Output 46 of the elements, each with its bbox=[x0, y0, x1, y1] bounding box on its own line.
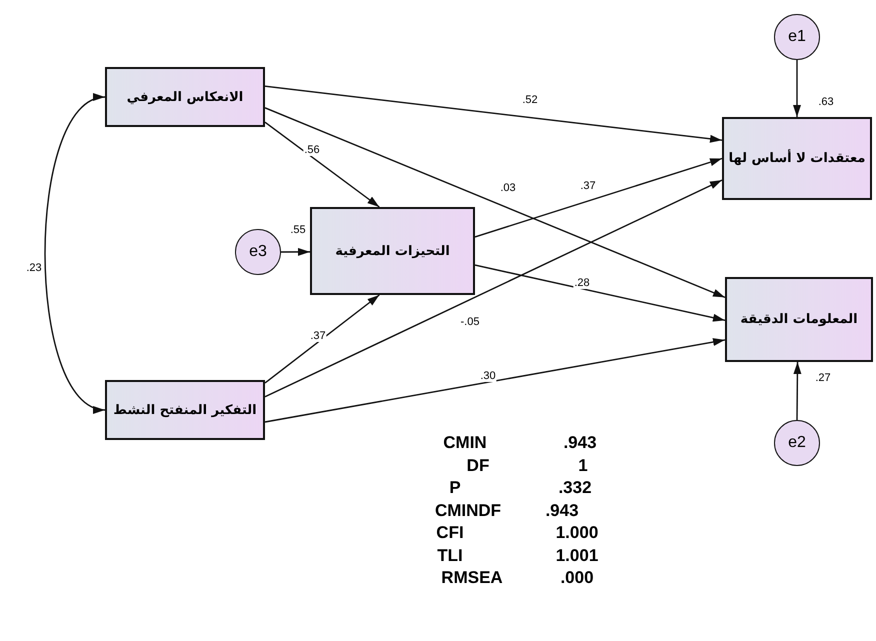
coefficient-label: .55 bbox=[289, 224, 307, 236]
fit-statistic: .332 bbox=[558, 478, 592, 498]
fit-statistic: 1.000 bbox=[556, 523, 598, 543]
path-arrow bbox=[793, 362, 802, 420]
edge-label: .52 bbox=[521, 94, 539, 106]
edge-label: .28 bbox=[573, 277, 591, 289]
path-arrow bbox=[264, 179, 722, 398]
variable-box: الانعكاس المعرفي bbox=[105, 67, 265, 127]
fit-statistic: CMIN bbox=[443, 433, 487, 453]
fit-statistic: .943 bbox=[563, 433, 597, 453]
path-arrow bbox=[264, 107, 726, 298]
edge-label: .23 bbox=[25, 262, 43, 274]
fit-statistic: 1 bbox=[578, 456, 588, 476]
coefficient-label: .63 bbox=[817, 96, 835, 108]
path-arrow bbox=[281, 248, 310, 256]
path-arrow bbox=[264, 86, 722, 143]
fit-statistic: .943 bbox=[545, 500, 579, 520]
covariance-arrow bbox=[44, 96, 106, 411]
coefficient-label: .27 bbox=[814, 372, 832, 384]
error-circle: e2 bbox=[774, 420, 820, 466]
variable-box: المعلومات الدقيقة bbox=[725, 277, 873, 362]
path-arrow bbox=[474, 158, 722, 238]
edge-label: .03 bbox=[499, 182, 517, 194]
edge-label: -.05 bbox=[460, 316, 480, 328]
error-circle: e3 bbox=[235, 229, 281, 275]
error-circle: e1 bbox=[774, 14, 820, 60]
edge-label: .37 bbox=[309, 330, 327, 342]
fit-statistic: RMSEA bbox=[441, 568, 503, 588]
fit-statistic: CFI bbox=[436, 523, 464, 543]
variable-box: التحيزات المعرفية bbox=[310, 207, 475, 295]
fit-statistic: DF bbox=[466, 456, 490, 476]
path-arrow bbox=[264, 122, 380, 208]
edge-label: .30 bbox=[479, 370, 497, 382]
path-arrow bbox=[264, 338, 726, 423]
fit-statistic: CMINDF bbox=[434, 500, 502, 520]
variable-box: التفكير المنفتح النشط bbox=[105, 380, 265, 440]
edge-label: .37 bbox=[579, 180, 597, 192]
path-arrow bbox=[474, 264, 726, 322]
fit-statistic: 1.001 bbox=[556, 546, 598, 566]
fit-statistic: TLI bbox=[437, 546, 463, 566]
path-arrow bbox=[264, 294, 380, 384]
fit-statistic: .000 bbox=[560, 568, 594, 588]
path-arrow bbox=[793, 60, 801, 117]
fit-statistic: P bbox=[449, 478, 461, 498]
variable-box: معتقدات لا أساس لها bbox=[722, 117, 872, 200]
edge-label: .56 bbox=[303, 144, 321, 156]
